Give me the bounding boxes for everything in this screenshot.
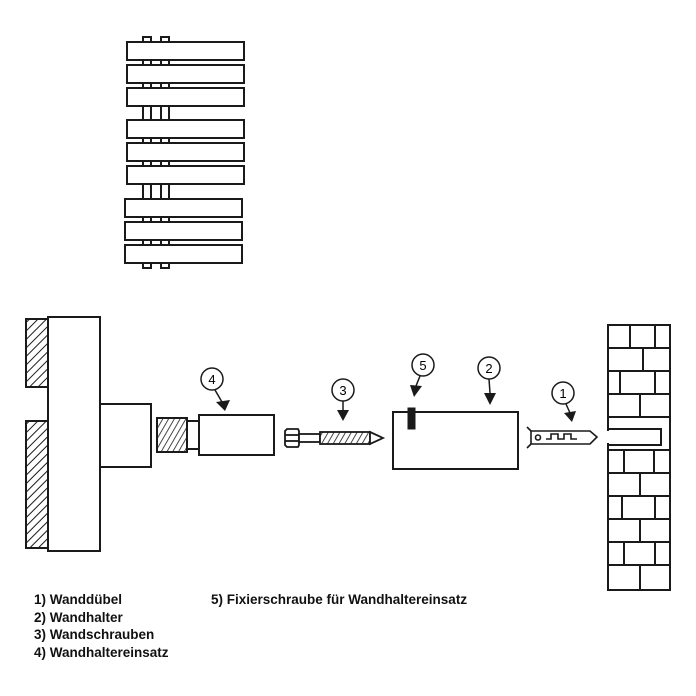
radiator-side-view — [25, 316, 200, 552]
callout-3-label: 3 — [339, 383, 346, 398]
legend-right: 5) Fixierschraube für Wandhaltereinsatz — [211, 591, 467, 609]
radiator-bar — [124, 198, 243, 218]
radiator-bar — [126, 41, 245, 61]
radiator-bar — [126, 119, 245, 139]
callout-5-label: 5 — [419, 358, 426, 373]
wall-plug — [526, 426, 599, 449]
callout-5: 5 — [410, 353, 435, 397]
radiator-bar — [126, 87, 245, 107]
callout-3: 3 — [331, 378, 355, 421]
pipe-connector — [99, 403, 152, 468]
legend-item-5: 5) Fixierschraube für Wandhaltereinsatz — [211, 592, 468, 607]
callout-2-label: 2 — [485, 361, 492, 376]
callout-1: 1 — [551, 381, 576, 422]
radiator-bar — [126, 64, 245, 84]
legend-item-2: 2) Wandhalter — [34, 609, 123, 625]
wall-screw — [284, 428, 386, 448]
radiator-side-panel — [47, 316, 101, 552]
brick-wall — [600, 324, 671, 591]
callout-2: 2 — [477, 356, 501, 405]
callout-4: 4 — [200, 367, 230, 411]
radiator-bar — [124, 244, 243, 264]
radiator-bar — [126, 142, 245, 162]
threaded-stub — [156, 417, 188, 453]
stub-collar — [186, 420, 200, 450]
callout-1-label: 1 — [559, 386, 566, 401]
hatched-section-bottom — [25, 420, 49, 549]
hatched-section-top — [25, 318, 49, 388]
wall-bracket-insert — [198, 414, 275, 456]
callout-4-label: 4 — [208, 372, 215, 387]
legend-item-1: 1) Wanddübel — [34, 592, 122, 607]
fixing-screw — [407, 407, 416, 430]
radiator-bar — [124, 221, 243, 241]
radiator-bar — [126, 165, 245, 185]
radiator-front-view — [124, 36, 245, 269]
legend-item-4: 4) Wandhaltereinsatz — [34, 644, 169, 660]
legend-item-3: 3) Wandschrauben — [34, 627, 155, 642]
legend-left: 1) Wanddübel 2) Wandhalter 3) Wandschrau… — [34, 591, 169, 661]
drill-hole — [607, 428, 662, 446]
